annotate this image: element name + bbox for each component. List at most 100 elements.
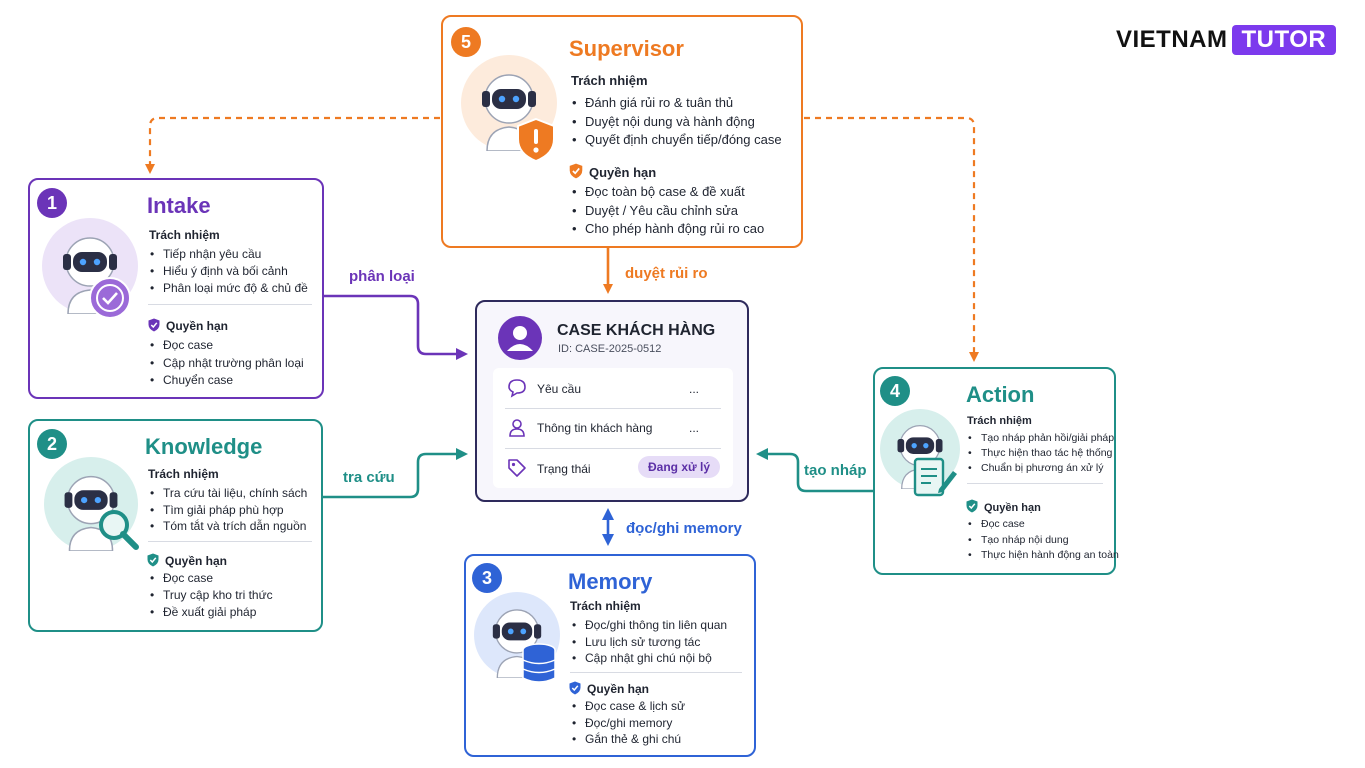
responsibility-list: Tra cứu tài liệu, chính sách Tìm giải ph… [150, 485, 307, 535]
divider [148, 304, 312, 305]
list-item: Đọc toàn bộ case & đề xuất [572, 183, 764, 202]
responsibility-list: Đọc/ghi thông tin liên quan Lưu lịch sử … [572, 617, 727, 667]
list-item: Lưu lịch sử tương tác [572, 634, 727, 651]
user-avatar-icon [498, 316, 542, 360]
list-item: Thực hiện thao tác hệ thống [968, 446, 1114, 461]
memory-card: 3 Memory Trách nhiệm Đọc/ghi thông tin l… [464, 554, 756, 757]
document-pen-icon [913, 457, 957, 497]
list-item: Cho phép hành động rủi ro cao [572, 220, 764, 239]
list-item: Truy cập kho tri thức [150, 587, 273, 604]
case-card: CASE KHÁCH HÀNG ID: CASE-2025-0512 Yêu c… [475, 300, 749, 502]
list-item: Phân loại mức độ & chủ đề [150, 280, 308, 297]
case-row-status[interactable]: Trạng thái Đang xử lý [493, 448, 733, 488]
responsibility-heading: Trách nhiệm [571, 73, 648, 88]
permission-label: Quyền hạn [587, 682, 650, 696]
permission-list: Đọc case Cập nhật trường phân loại Chuyể… [150, 337, 304, 390]
check-badge-icon [89, 277, 131, 319]
brand-logo: VIETNAM TUTOR [1116, 24, 1337, 56]
logo-text-badge: TUTOR [1231, 25, 1337, 55]
edge-label-supervisor: duyệt rủi ro [625, 265, 708, 282]
responsibility-heading: Trách nhiệm [570, 599, 641, 613]
list-item: Đề xuất giải pháp [150, 604, 273, 621]
logo-text-main: VIETNAM [1116, 26, 1228, 53]
list-item: Tra cứu tài liệu, chính sách [150, 485, 307, 502]
case-row-customer-info[interactable]: Thông tin khách hàng ... [493, 408, 733, 448]
list-item: Đọc case [150, 337, 304, 355]
supervisor-card: 5 Supervisor Trách nhiệm Đánh giá rủi ro… [441, 15, 803, 248]
shield-check-icon [148, 318, 160, 332]
warning-shield-icon [517, 117, 555, 163]
status-badge: Đang xử lý [638, 456, 721, 478]
step-number-badge: 5 [451, 27, 481, 57]
knowledge-to-case-arrow [323, 448, 468, 499]
divider [570, 672, 742, 673]
responsibility-heading: Trách nhiệm [148, 467, 219, 481]
shield-check-icon [569, 163, 583, 179]
list-item: Hiểu ý định và bối cảnh [150, 263, 308, 280]
list-item: Thực hiện hành động an toàn [968, 548, 1119, 564]
intake-card: 1 Intake Trách nhiệm Tiếp nhận yêu cầu H… [28, 178, 324, 399]
card-title: Memory [568, 569, 653, 594]
divider [148, 541, 312, 542]
list-item: Đọc case [150, 570, 273, 587]
permission-label: Quyền hạn [166, 319, 229, 333]
step-number-badge: 1 [37, 188, 67, 218]
permission-label: Quyền hạn [984, 502, 1041, 514]
permission-heading: Quyền hạn [966, 499, 1041, 514]
card-title: Knowledge [145, 434, 263, 459]
step-number-badge: 3 [472, 563, 502, 593]
edge-label-action: tạo nháp [804, 462, 867, 479]
case-fields-panel: Yêu cầu ... Thông tin khách hàng ... Trạ… [493, 368, 733, 488]
tag-icon [508, 459, 526, 477]
shield-check-icon [147, 553, 159, 567]
knowledge-card: 2 Knowledge Trách nhiệm Tra cứu tài liệu… [28, 419, 323, 632]
row-value: ... [689, 382, 700, 396]
divider [505, 448, 721, 449]
permission-heading: Quyền hạn [569, 163, 656, 180]
list-item: Chuẩn bị phương án xử lý [968, 461, 1114, 476]
list-item: Tìm giải pháp phù hợp [150, 502, 307, 519]
permission-label: Quyền hạn [589, 165, 657, 180]
permission-list: Đọc toàn bộ case & đề xuất Duyệt / Yêu c… [572, 183, 764, 239]
list-item: Đọc/ghi thông tin liên quan [572, 617, 727, 634]
list-item: Đánh giá rủi ro & tuân thủ [572, 94, 782, 113]
case-row-request[interactable]: Yêu cầu ... [493, 368, 733, 408]
row-label: Trạng thái [537, 462, 591, 476]
list-item: Tiếp nhận yêu cầu [150, 246, 308, 263]
card-title: Action [966, 382, 1035, 407]
shield-check-icon [966, 499, 978, 513]
divider [967, 483, 1103, 484]
list-item: Cập nhật ghi chú nội bộ [572, 650, 727, 667]
list-item: Quyết định chuyển tiếp/đóng case [572, 131, 782, 150]
permission-list: Đọc case Tạo nháp nội dung Thực hiện hàn… [968, 517, 1119, 564]
intake-to-case-arrow [324, 294, 468, 360]
list-item: Tóm tắt và trích dẫn nguồn [150, 518, 307, 535]
chat-bubble-icon [508, 379, 526, 398]
responsibility-list: Đánh giá rủi ro & tuân thủ Duyệt nội dun… [572, 94, 782, 150]
list-item: Đọc case [968, 517, 1119, 533]
database-icon [522, 643, 556, 683]
shield-check-icon [569, 681, 581, 695]
edge-label-memory: đọc/ghi memory [626, 520, 742, 537]
permission-list: Đọc case Truy cập kho tri thức Đề xuất g… [150, 570, 273, 621]
list-item: Gắn thẻ & ghi chú [572, 731, 685, 748]
action-card: 4 Action Trách nhiệm Tạo nháp phản hồi/g… [873, 367, 1119, 575]
edge-label-intake: phân loại [349, 268, 415, 285]
person-icon [509, 419, 525, 437]
row-label: Yêu cầu [537, 382, 582, 396]
row-value: ... [689, 421, 700, 435]
responsibility-heading: Trách nhiệm [149, 228, 220, 242]
card-title: Intake [147, 193, 211, 218]
edge-label-knowledge: tra cứu [343, 469, 395, 486]
permission-list: Đọc case & lịch sử Đọc/ghi memory Gắn th… [572, 698, 685, 748]
row-label: Thông tin khách hàng [537, 421, 653, 435]
divider [505, 408, 721, 409]
card-title: Supervisor [569, 36, 684, 61]
step-number-badge: 4 [880, 376, 910, 406]
case-id: ID: CASE-2025-0512 [558, 343, 662, 355]
list-item: Duyệt / Yêu cầu chỉnh sửa [572, 202, 764, 221]
magnifier-icon [99, 510, 139, 550]
permission-heading: Quyền hạn [148, 318, 228, 333]
permission-heading: Quyền hạn [147, 553, 227, 568]
